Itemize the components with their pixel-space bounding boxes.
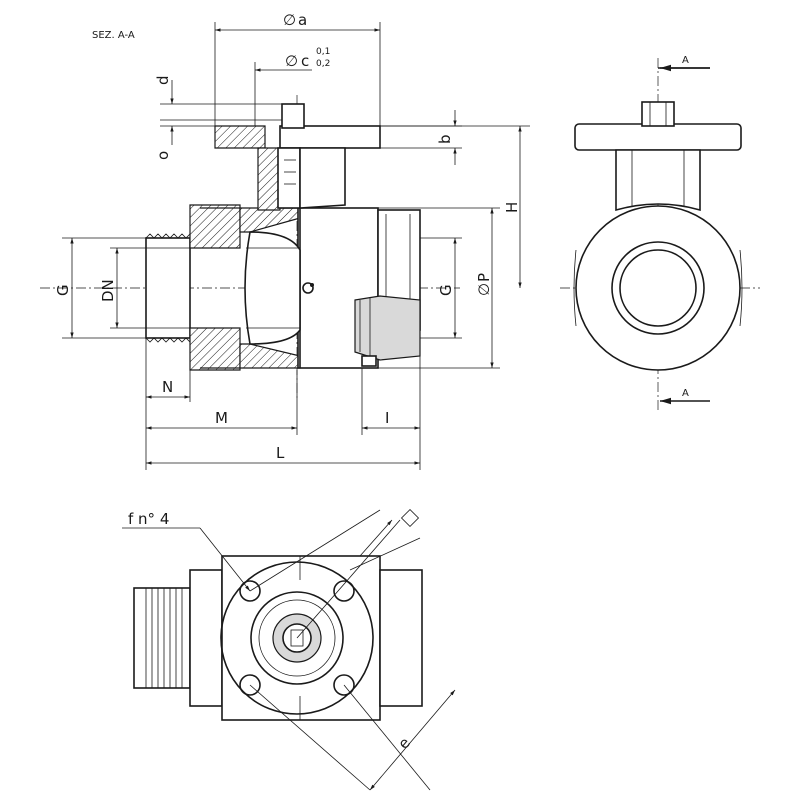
dim-c: ∅ c 0,1 0,2 bbox=[254, 47, 330, 126]
section-title: SEZ. A-A bbox=[92, 30, 135, 41]
tolerance-lower: 0,2 bbox=[316, 59, 330, 69]
stem-bonnet bbox=[214, 103, 381, 211]
dim-M: M bbox=[146, 370, 298, 435]
diameter-symbol: ∅ bbox=[475, 283, 493, 296]
valve-body bbox=[297, 207, 421, 369]
dim-holes-label: f n° 4 bbox=[128, 510, 169, 528]
bolt-hole bbox=[239, 674, 261, 696]
section-arrow-bottom: A bbox=[660, 388, 710, 405]
dim-L: L bbox=[146, 444, 420, 465]
dim-c-label: c bbox=[301, 52, 309, 70]
dim-H-label: H bbox=[503, 202, 521, 213]
dim-G-right-label: G bbox=[437, 284, 455, 296]
dim-holes: f n° 4 bbox=[122, 510, 251, 592]
ball bbox=[244, 231, 314, 345]
top-view: f n° 4 e bbox=[122, 508, 456, 791]
dim-N: N bbox=[145, 338, 191, 470]
tolerance-upper: 0,1 bbox=[316, 47, 330, 57]
dim-square bbox=[296, 508, 421, 639]
dim-G-right: G bbox=[420, 237, 462, 339]
dim-DN-label: DN bbox=[99, 279, 117, 302]
dim-P: ∅ P bbox=[378, 207, 500, 369]
dim-DN: DN bbox=[99, 247, 146, 329]
union-nut bbox=[189, 204, 301, 371]
section-marker-top: A bbox=[682, 55, 689, 66]
dim-G-left-label: G bbox=[54, 284, 72, 296]
dim-b-label: b bbox=[436, 134, 454, 144]
bolt-hole bbox=[239, 580, 261, 602]
diameter-symbol: ∅ bbox=[285, 52, 298, 70]
dim-a-label: a bbox=[298, 11, 307, 29]
dim-I: I bbox=[361, 330, 421, 470]
diameter-symbol: ∅ bbox=[283, 11, 296, 29]
dim-N-label: N bbox=[162, 378, 173, 396]
dim-M-label: M bbox=[215, 409, 228, 427]
dim-G-left: G bbox=[54, 237, 146, 339]
dim-b: b bbox=[380, 110, 462, 165]
dim-H: H bbox=[380, 125, 530, 288]
dim-d-label: d bbox=[154, 75, 172, 85]
dim-P-label: P bbox=[475, 273, 493, 282]
dim-o-label: o bbox=[154, 151, 172, 160]
section-arrow-top: A bbox=[658, 55, 710, 72]
dim-a: ∅ a bbox=[214, 11, 381, 126]
square-icon bbox=[400, 508, 420, 528]
section-view: SEZ. A-A bbox=[40, 11, 530, 470]
side-view: A A bbox=[560, 55, 760, 410]
dim-d-o: d o bbox=[154, 75, 282, 160]
bolt-hole bbox=[333, 674, 355, 696]
dim-L-label: L bbox=[276, 444, 285, 462]
bolt-hole bbox=[333, 580, 355, 602]
dim-I-label: I bbox=[385, 409, 389, 427]
threaded-end bbox=[145, 233, 195, 343]
section-marker-bottom: A bbox=[682, 388, 689, 399]
